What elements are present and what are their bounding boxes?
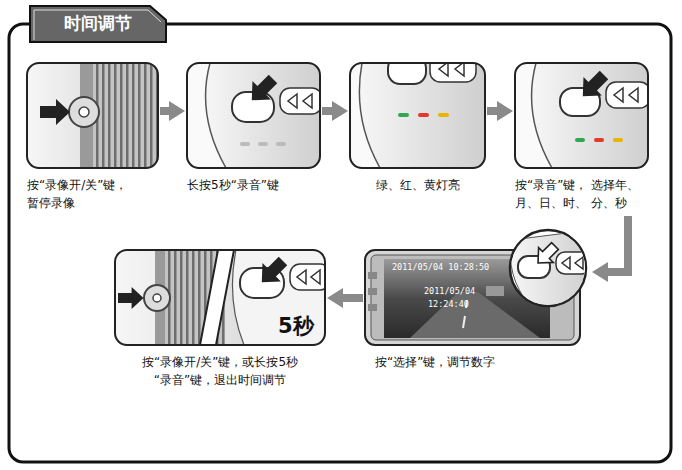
knob-panel <box>69 97 99 127</box>
led-panel <box>430 63 476 82</box>
led-panel <box>418 113 429 117</box>
select-panel <box>574 66 614 106</box>
led-panel <box>439 63 464 76</box>
zoom-circle <box>510 230 590 306</box>
screen-timestamp: 2011/05/04 10:28:50 <box>392 262 489 272</box>
picture-area <box>187 63 320 168</box>
button-panel <box>243 70 283 110</box>
flow-arrow <box>487 107 499 115</box>
led-panel <box>388 63 426 84</box>
exit-panel <box>115 250 325 345</box>
select-panel <box>614 88 638 102</box>
exit-panel <box>115 250 325 345</box>
zoom-circle <box>510 230 590 306</box>
button-panel <box>258 142 268 146</box>
picture-area <box>515 63 648 168</box>
led-panel <box>398 113 409 117</box>
step-caption: 绿、红、黄灯亮 <box>350 176 485 194</box>
button-panel <box>187 63 320 168</box>
button-panel <box>206 63 320 168</box>
exit-panel <box>253 252 293 292</box>
button-panel <box>187 63 322 168</box>
select-panel <box>515 63 648 168</box>
button-panel <box>280 88 320 114</box>
step-caption: 长按5秒“录音”键 <box>187 176 320 194</box>
step-panel: 按“录像开/关”键， 暂停录像 <box>27 63 158 212</box>
step-caption: 按“录像开/关”键，或长按5秒 “录音”键，退出时间调节 <box>115 353 325 389</box>
led-panel <box>438 113 449 117</box>
button-panel <box>240 142 250 146</box>
screen-panel <box>368 288 377 295</box>
knob-panel <box>40 99 70 125</box>
knob-panel <box>27 63 158 168</box>
hold-time: 5秒 <box>278 314 314 339</box>
button-panel <box>187 63 320 168</box>
flow-arrow <box>322 107 334 115</box>
exit-panel <box>200 250 234 345</box>
exit-panel <box>153 294 161 302</box>
exit-panel <box>144 285 170 311</box>
select-panel <box>515 63 648 168</box>
title-text: 时间调节 <box>30 12 166 35</box>
outer-frame <box>9 24 671 462</box>
select-panel <box>515 63 650 168</box>
step-caption: 按“录像开/关”键， 暂停录像 <box>27 176 158 212</box>
select-panel <box>606 82 648 108</box>
screen-panel <box>368 272 377 279</box>
led-panel <box>350 63 485 168</box>
exit-panel <box>118 287 144 309</box>
picture-area <box>350 63 485 168</box>
step-caption: 按“录音”键， 选择年、月、日、时、 分、秒 <box>515 176 648 212</box>
button-panel <box>288 94 312 108</box>
exit-panel <box>200 250 234 345</box>
select-panel <box>594 138 604 142</box>
step-panel: 按“录音”键， 选择年、月、日、时、 分、秒 <box>515 63 648 212</box>
flow-arrow <box>606 216 628 272</box>
flow-arrow <box>341 294 363 302</box>
led-panel <box>350 56 485 168</box>
select-panel <box>613 138 623 142</box>
select-panel <box>575 138 585 142</box>
exit-panel <box>115 250 325 345</box>
screen-panel <box>486 286 504 296</box>
zoom-circle <box>556 252 590 274</box>
zoom-circle <box>531 239 563 271</box>
button-panel <box>187 63 320 168</box>
knob-panel <box>27 63 158 168</box>
screen-time: 12:24:40 <box>428 299 469 309</box>
step-panel: 长按5秒“录音”键 <box>187 63 320 194</box>
knob-panel <box>27 63 158 168</box>
zoom-circle <box>510 230 590 306</box>
screen-panel <box>368 304 377 311</box>
knob-panel <box>79 107 89 117</box>
flow-arrow <box>160 107 171 115</box>
title-tab <box>30 6 166 42</box>
led-panel <box>350 63 485 168</box>
step-caption: 按“选择”键，调节数字 <box>365 353 590 371</box>
select-panel <box>532 63 648 168</box>
screen-panel <box>410 292 540 338</box>
zoom-circle <box>562 257 583 269</box>
select-panel <box>515 63 648 168</box>
knob-panel <box>92 63 158 168</box>
picture-area <box>27 63 158 168</box>
step-panel: 绿、红、黄灯亮 <box>350 63 485 194</box>
button-panel <box>276 142 286 146</box>
knob-panel <box>27 63 158 168</box>
exit-panel <box>290 264 325 290</box>
exit-panel <box>115 250 330 345</box>
screen-date: 2011/05/04 <box>424 286 475 296</box>
exit-panel <box>297 270 320 284</box>
